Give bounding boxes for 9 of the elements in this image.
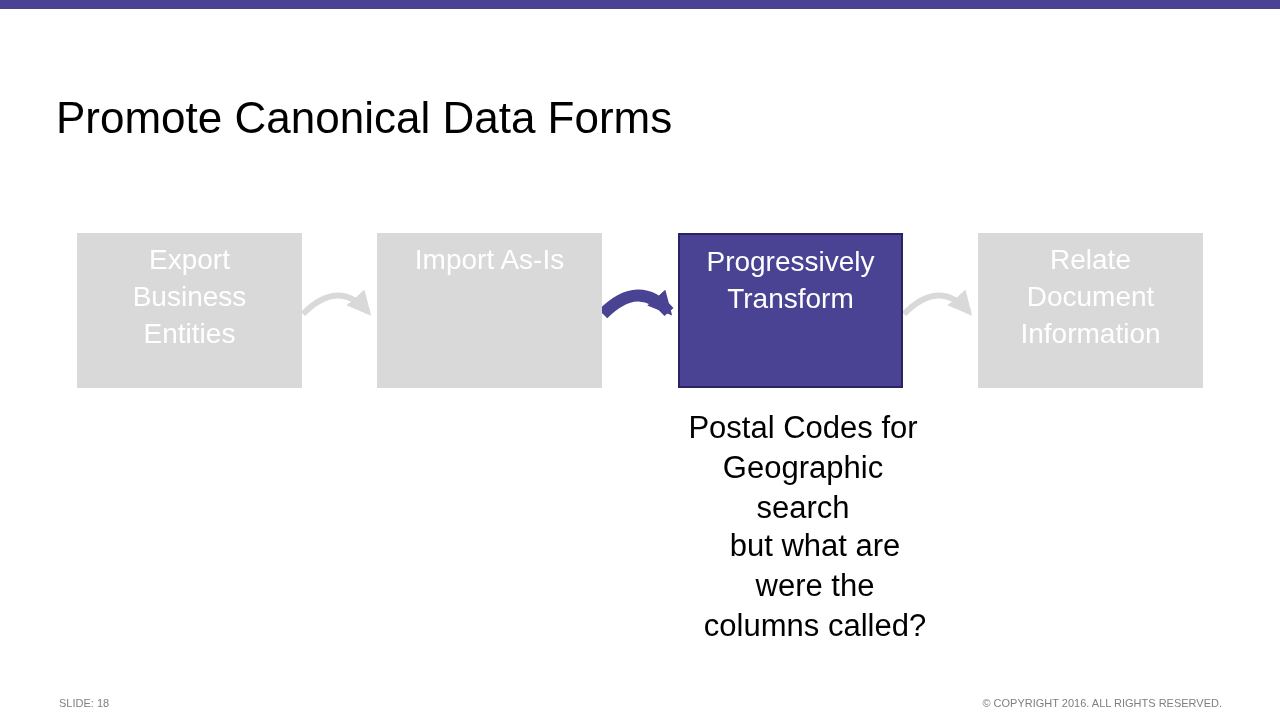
copyright-notice: © COPYRIGHT 2016. ALL RIGHTS RESERVED. bbox=[982, 696, 1222, 711]
process-box bbox=[77, 233, 302, 388]
process-box bbox=[978, 233, 1203, 388]
slide-title: Promote Canonical Data Forms bbox=[56, 92, 673, 144]
slide-number: SLIDE: 18 bbox=[59, 696, 110, 711]
process-box bbox=[678, 233, 903, 388]
note-text: but what are were the columns called? bbox=[702, 527, 928, 645]
process-box bbox=[377, 233, 602, 388]
step-label: Progressively Transform bbox=[706, 245, 875, 316]
